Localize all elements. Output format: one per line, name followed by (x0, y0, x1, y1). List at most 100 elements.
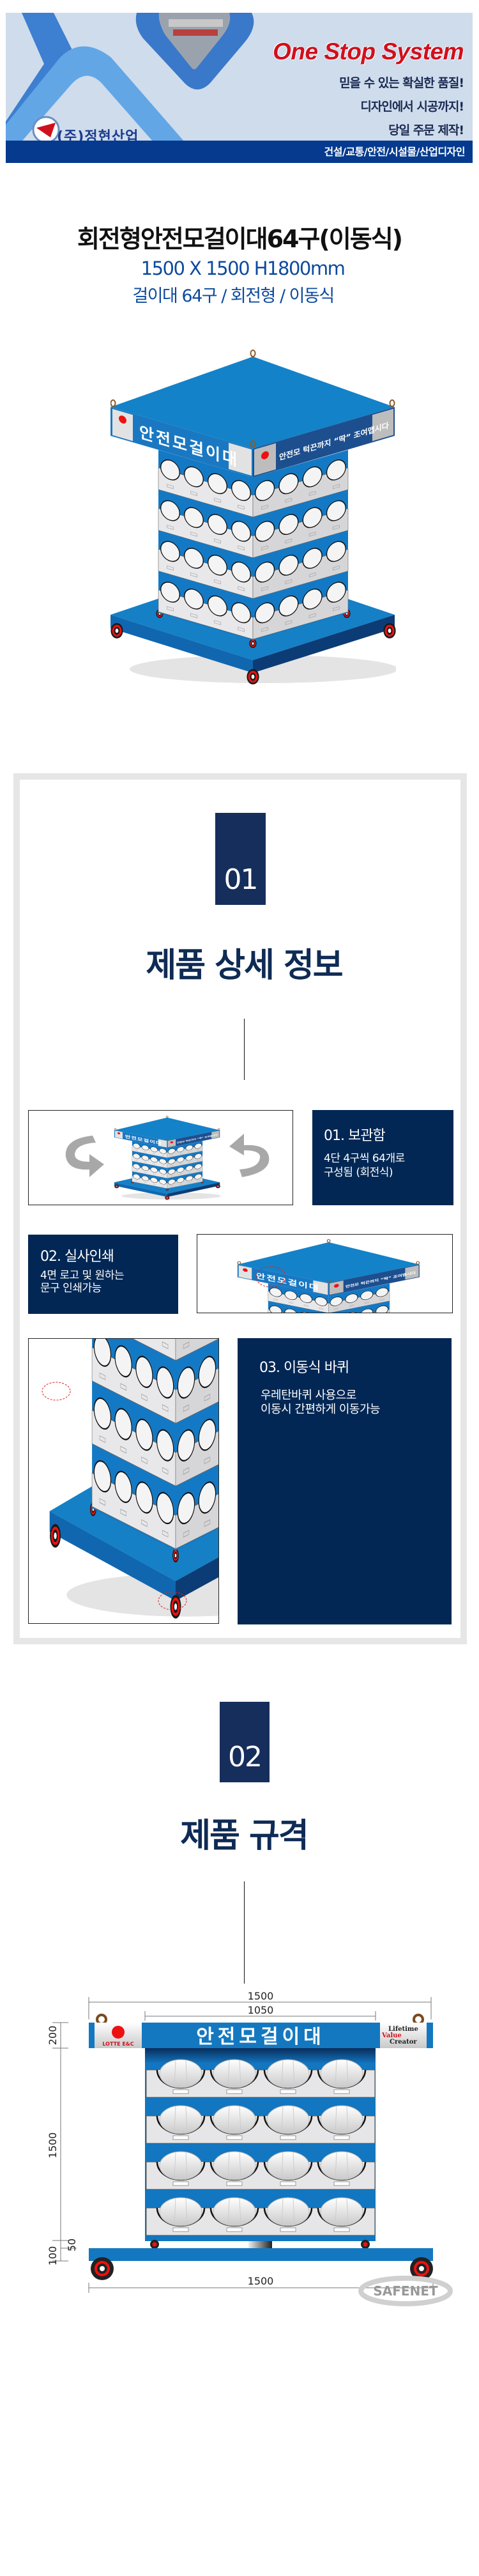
helmet-icon (150, 1177, 158, 1183)
rack-face (132, 1141, 167, 1189)
base-left (110, 615, 253, 673)
helmet-icon (132, 1164, 141, 1169)
helmet-tray (167, 1155, 203, 1168)
helmet-icon (156, 2059, 206, 2089)
name-label-slot (333, 2181, 350, 2186)
company-banner: One Stop System 믿을 수 있는 확실한 품질! 디자인에서 시공… (6, 13, 473, 163)
rack-face (158, 449, 254, 640)
helmet-icon (326, 459, 346, 481)
helmet-icon (93, 1397, 112, 1430)
helmet-icon (160, 582, 180, 603)
name-label-slot (280, 2181, 296, 2186)
dim-gap: 50 (66, 2239, 78, 2251)
helmet-icon (159, 1159, 167, 1164)
helmet-tray (175, 1339, 218, 1361)
name-label-slot (172, 2089, 189, 2094)
helmet-icon (231, 561, 251, 583)
base-right (167, 1182, 220, 1197)
safenet-logo-text: SAFENET (373, 2283, 438, 2299)
hook-icon (389, 399, 395, 407)
helmet-icon (156, 1492, 174, 1525)
helmet-icon (156, 2105, 206, 2135)
helmet-icon (300, 1311, 313, 1313)
top-slab (114, 1117, 220, 1141)
helmet-icon (317, 2105, 367, 2135)
helmet-icon (167, 1169, 176, 1175)
helmet-icon (330, 1297, 343, 1306)
helmet-icon (314, 1297, 328, 1306)
helmet-rows (146, 2059, 376, 2236)
hook-icon (326, 1279, 331, 1283)
helmet-icon (160, 541, 180, 562)
name-label-slot (333, 2227, 350, 2232)
helmet-icon (159, 1148, 167, 1154)
section-badge-02: 02 (220, 1702, 270, 1782)
helmet-icon (198, 1481, 217, 1514)
helmet-icon (150, 1146, 158, 1152)
dim-body-width: 1050 (248, 2004, 274, 2016)
banner-line-3: 당일 주문 제작! (388, 123, 464, 137)
wheel-icon (165, 1188, 169, 1191)
helmet-tray (328, 1291, 390, 1313)
name-label-slot (226, 2089, 243, 2094)
helmet-icon (194, 1164, 202, 1169)
name-label-slot (226, 2227, 243, 2232)
helmet-icon (263, 2105, 313, 2135)
helmet-icon (302, 466, 323, 488)
wheel-icon (114, 1184, 119, 1189)
helmet-icon (207, 555, 227, 576)
divider-line (244, 1881, 245, 1984)
helmet-icon (317, 2151, 367, 2181)
base-right (253, 615, 395, 673)
helmet-tray (167, 1145, 203, 1158)
helmet-icon (156, 1429, 174, 1462)
helmet-icon (360, 1308, 374, 1313)
helmet-icon (278, 514, 299, 535)
wheel-icon (110, 623, 123, 638)
helmet-icon (185, 1175, 194, 1182)
helmet-icon (114, 1470, 132, 1503)
wheel-highlight-circles (42, 1382, 187, 1610)
base-left (49, 1511, 176, 1601)
banner-swoosh-graphic (6, 13, 254, 163)
base-right (176, 1557, 218, 1601)
helmet-icon (300, 1293, 313, 1303)
helmet-icon (114, 1345, 132, 1378)
rack-face (328, 1283, 390, 1313)
helmet-icon (209, 2105, 259, 2135)
helmet-icon (176, 1167, 185, 1173)
helmet-icon (284, 1308, 298, 1313)
safenet-logo: SAFENET (358, 2276, 453, 2306)
top-slab (237, 1242, 420, 1283)
helmet-icon (194, 1153, 202, 1159)
helmet-icon (132, 1143, 141, 1149)
helmet-icon (255, 480, 275, 501)
rack-face (91, 1339, 176, 1551)
helmet-icon (326, 541, 346, 562)
detail-desc-line: 구성됨 (회전식) (324, 1166, 393, 1179)
tagline-line: Creator (390, 2039, 417, 2046)
helmet-icon (345, 1293, 358, 1303)
wheel-icon (172, 1548, 179, 1562)
hook-icon (218, 1128, 220, 1130)
detail-desc-line: 우레탄바퀴 사용으로 (261, 1389, 356, 1402)
dim-overall-width: 1500 (248, 1990, 274, 2002)
hook-icon (250, 440, 256, 448)
helmet-icon (326, 500, 346, 521)
detail-desc-line: 4면 로고 및 원하는 (40, 1269, 125, 1282)
helmet-icon (93, 1339, 112, 1367)
hook-icon (413, 2014, 424, 2025)
helmet-tray (175, 1346, 218, 1424)
name-label-slot (333, 2135, 350, 2140)
helmet-icon (376, 1287, 389, 1297)
helmet-icon (183, 466, 204, 488)
section-badge-01: 01 (215, 813, 266, 905)
dimension-drawing: 1500 1050 200 1500 50 100 1500 LOTTE E&C… (47, 1990, 453, 2306)
helmet-tray (175, 1472, 218, 1550)
helmet-icon (326, 582, 346, 603)
hook-icon (166, 1138, 169, 1141)
helmet-icon (141, 1155, 149, 1161)
detail-title: 03. 이동식 바퀴 (259, 1360, 349, 1376)
